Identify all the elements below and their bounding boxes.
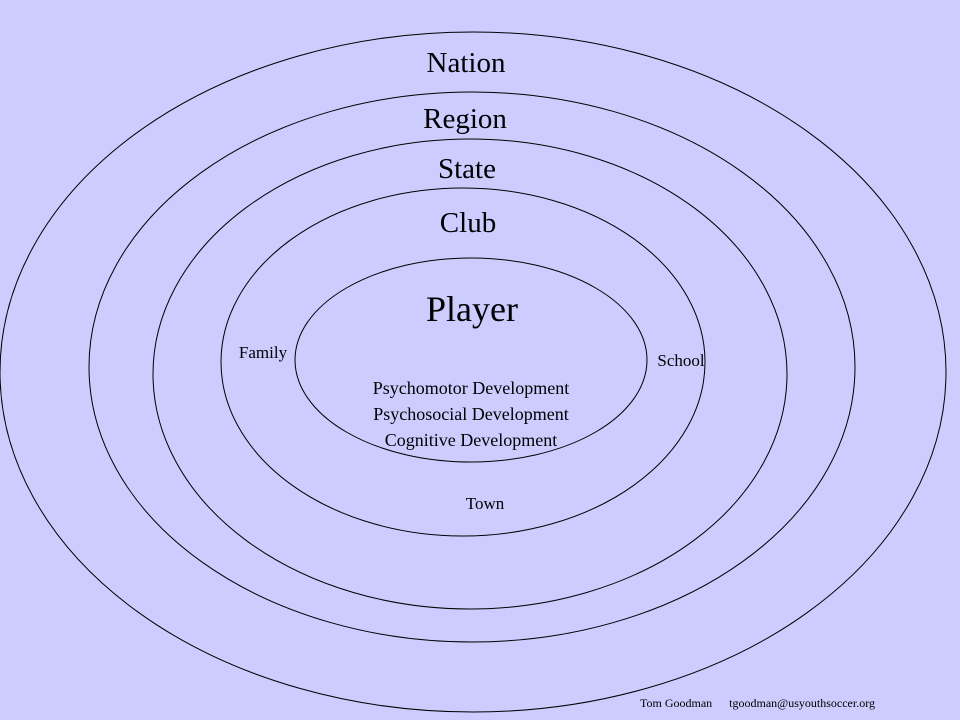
development-item: Psychosocial Development — [373, 404, 568, 424]
footer-email: tgoodman@usyouthsoccer.org — [729, 696, 875, 710]
ring-club — [220, 187, 706, 537]
nation-label: Nation — [427, 47, 506, 79]
development-item: Psychomotor Development — [373, 378, 569, 398]
club-label: Club — [440, 207, 496, 239]
school-label: School — [657, 351, 705, 370]
footer-credit: Tom Goodman tgoodman@usyouthsoccer.org — [640, 696, 875, 711]
state-label: State — [438, 153, 496, 185]
ring-region — [88, 91, 856, 643]
player-title: Player — [426, 289, 518, 329]
development-item: Cognitive Development — [385, 430, 557, 450]
ring-nation — [0, 31, 947, 713]
ring-player — [294, 257, 648, 463]
footer-author: Tom Goodman — [640, 696, 713, 710]
family-label: Family — [239, 343, 288, 362]
ring-state — [152, 138, 788, 610]
town-label: Town — [466, 494, 505, 513]
region-label: Region — [423, 103, 507, 135]
